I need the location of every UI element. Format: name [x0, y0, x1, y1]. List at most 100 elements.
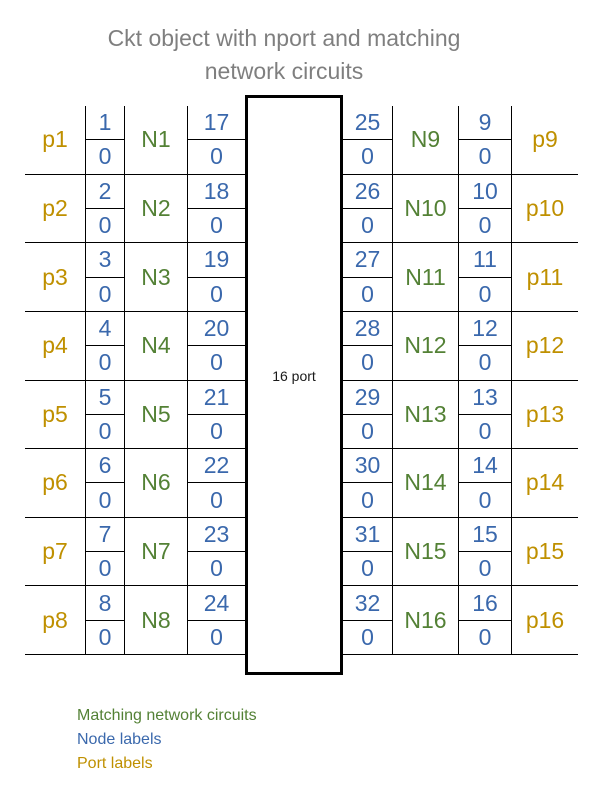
node-number: 2: [86, 175, 124, 209]
network-label: N1: [141, 126, 171, 153]
node-number: 8: [86, 586, 124, 621]
ground-node-number: 0: [478, 280, 492, 307]
port-label: p15: [525, 538, 565, 565]
ground-node-number: 0: [361, 555, 374, 582]
node-number: 28: [343, 312, 392, 347]
node-number: 29: [343, 381, 392, 415]
network-label: N13: [404, 400, 447, 427]
ground-node-number: 0: [361, 280, 374, 307]
port-label: p10: [525, 194, 565, 221]
node-number: 12: [459, 312, 511, 347]
node-number: 1: [86, 106, 124, 141]
node-number: 17: [188, 106, 245, 141]
node-number: 6: [86, 449, 124, 484]
ground-node-number: 0: [478, 349, 492, 376]
port-label: p14: [525, 469, 565, 496]
node-number: 20: [188, 312, 245, 347]
ground-node-number: 0: [478, 417, 492, 444]
node-number: 18: [188, 175, 245, 209]
node-number: 27: [343, 243, 392, 278]
ground-node-number: 0: [361, 349, 374, 376]
ground-node-number: 0: [210, 212, 223, 239]
ground-node-number: 0: [361, 623, 374, 650]
legend-port-labels: Port labels: [77, 755, 153, 772]
network-label: N15: [404, 538, 447, 565]
node-number: 15: [459, 518, 511, 553]
ground-node-number: 0: [210, 417, 223, 444]
network-label: N2: [141, 194, 171, 221]
port-label: p2: [42, 194, 68, 221]
port-label: p9: [532, 126, 558, 153]
network-label: N9: [410, 126, 441, 153]
node-number: 26: [343, 175, 392, 209]
node-number: 7: [86, 518, 124, 553]
ground-node-number: 0: [478, 212, 492, 239]
ground-node-number: 0: [98, 280, 112, 307]
node-number: 23: [188, 518, 245, 553]
node-number: 21: [188, 381, 245, 415]
ground-node-number: 0: [210, 143, 223, 170]
ground-node-number: 0: [98, 417, 112, 444]
ground-node-number: 0: [478, 623, 492, 650]
network-label: N12: [404, 332, 447, 359]
node-number: 30: [343, 449, 392, 484]
ground-node-number: 0: [478, 143, 492, 170]
node-number: 22: [188, 449, 245, 484]
node-number: 3: [86, 243, 124, 278]
port-label: p11: [526, 263, 564, 290]
network-label: N3: [141, 263, 171, 290]
node-number: 9: [459, 106, 511, 141]
node-number: 13: [459, 381, 511, 415]
diagram-title-line2: network circuits: [204, 58, 364, 84]
port-label: p6: [42, 469, 68, 496]
nport-box: 16 port: [245, 95, 343, 675]
legend-node-labels: Node labels: [77, 731, 162, 748]
port-label: p5: [42, 400, 68, 427]
ground-node-number: 0: [478, 486, 492, 513]
node-number: 24: [188, 586, 245, 621]
ground-node-number: 0: [98, 555, 112, 582]
node-number: 11: [459, 243, 511, 278]
node-number: 4: [86, 312, 124, 347]
ground-node-number: 0: [361, 212, 374, 239]
ground-node-number: 0: [98, 143, 112, 170]
ground-node-number: 0: [361, 417, 374, 444]
port-label: p8: [42, 606, 68, 633]
ground-node-number: 0: [98, 349, 112, 376]
ground-node-number: 0: [361, 486, 374, 513]
ground-node-number: 0: [478, 555, 492, 582]
port-label: p1: [42, 126, 68, 153]
ground-node-number: 0: [361, 143, 374, 170]
ground-node-number: 0: [210, 486, 223, 513]
ground-node-number: 0: [210, 349, 223, 376]
ground-node-number: 0: [98, 486, 112, 513]
node-number: 14: [459, 449, 511, 484]
node-number: 19: [188, 243, 245, 278]
